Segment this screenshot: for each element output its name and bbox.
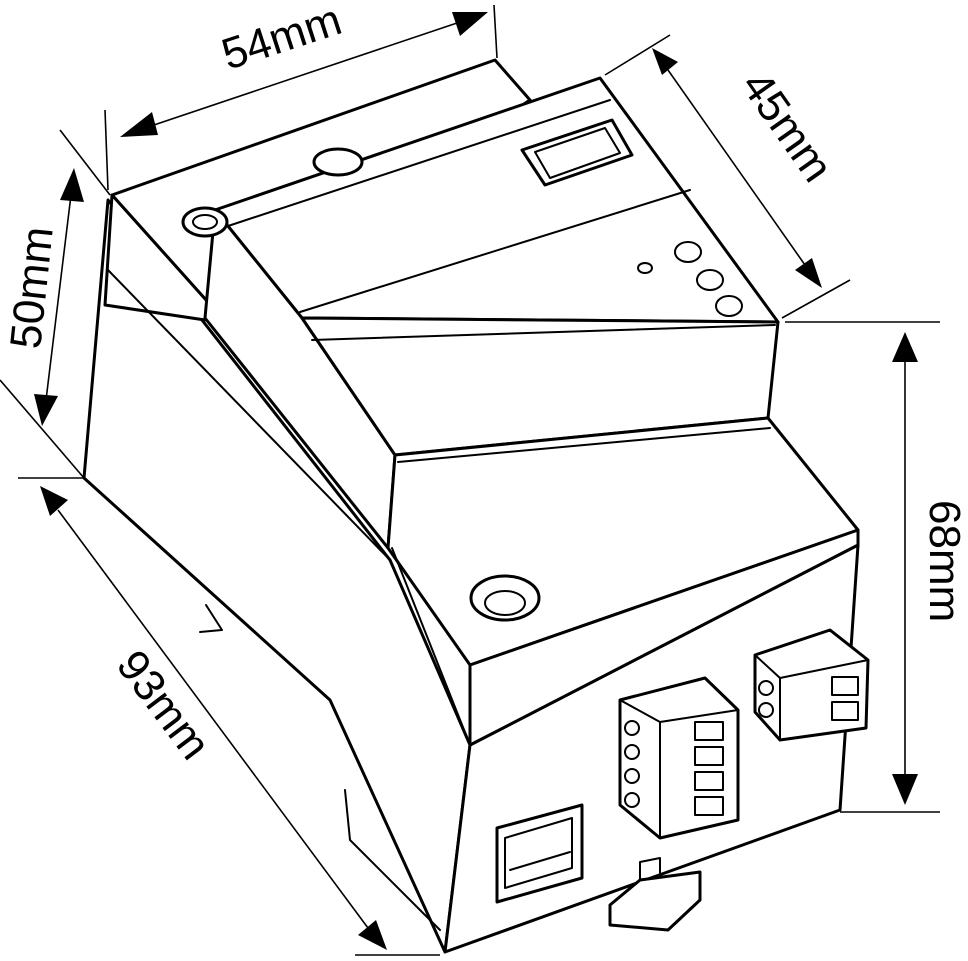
label-54mm: 54mm [216, 0, 347, 80]
din-rail-clip [608, 857, 702, 932]
rj45-port [495, 803, 584, 904]
screw-rear-left [181, 206, 229, 238]
led-small-icon [637, 262, 653, 274]
screw-front [469, 574, 541, 622]
side-notch [199, 604, 223, 633]
dimension-54mm [120, 12, 488, 137]
step-corner-edge [391, 547, 471, 746]
dimension-93mm [40, 486, 387, 950]
dimension-50mm [34, 168, 84, 426]
left-face-crease [107, 269, 391, 561]
terminal-screws [181, 147, 541, 622]
terminal-block-small [753, 628, 870, 742]
led-1-icon [674, 241, 702, 263]
device-body [82, 58, 860, 954]
led-3-icon [715, 295, 743, 317]
dimension-45mm [652, 48, 822, 288]
base-edge-line [83, 477, 331, 701]
indicator-leds [637, 241, 743, 317]
upper-housing-top [213, 76, 780, 324]
label-68mm: 68mm [920, 500, 968, 622]
led-2-icon [696, 269, 724, 291]
upper-top-edge [221, 99, 611, 229]
upper-top-crease-1 [299, 189, 691, 313]
din-clip-left [344, 789, 441, 931]
front-step-face [468, 528, 860, 747]
upper-top-crease-2 [311, 324, 776, 341]
screw-rear-middle [312, 147, 364, 177]
terminal-block-large [618, 676, 740, 840]
label-45mm: 45mm [732, 63, 842, 191]
display-window [520, 118, 634, 187]
extension-lines [0, 4, 940, 956]
front-step-crease [397, 427, 771, 463]
dimension-68mm [892, 332, 918, 805]
